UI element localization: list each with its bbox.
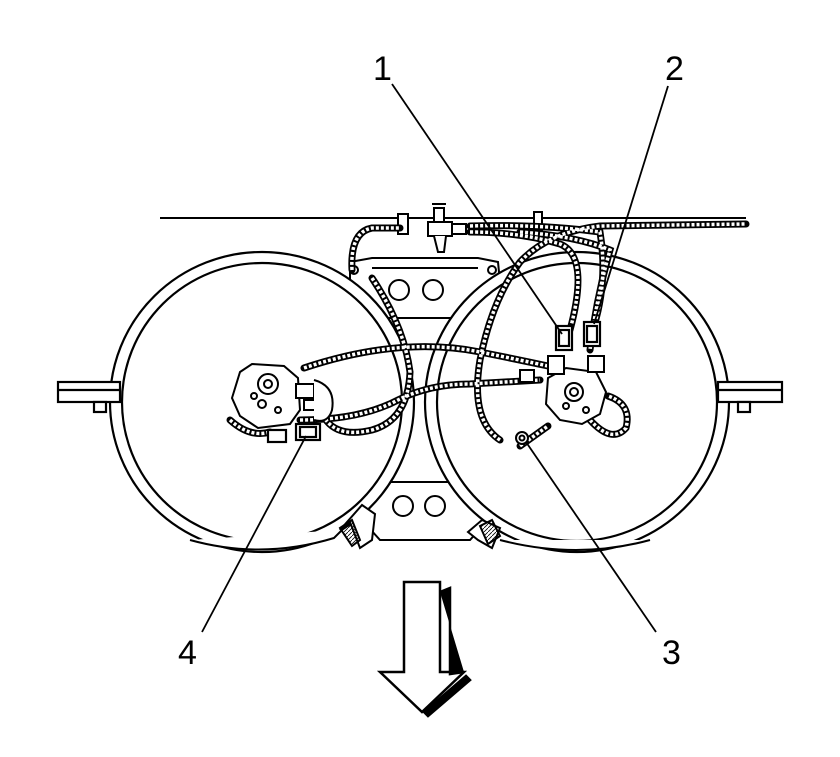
leader-2: [593, 85, 669, 325]
right-pump-module: [515, 355, 608, 445]
down-arrow-icon: [376, 580, 472, 718]
callout-2-label: 2: [665, 50, 684, 88]
left-pump-module: [230, 362, 334, 430]
leader-3: [525, 441, 657, 633]
callout-3-label: 3: [662, 634, 681, 672]
callout-1-label: 1: [373, 50, 392, 88]
leader-4: [201, 435, 307, 633]
leader-1: [391, 83, 563, 335]
mounting-strap: [189, 503, 651, 551]
top-valve: [397, 203, 543, 253]
leader-lines: [201, 83, 669, 633]
connectors: [266, 320, 602, 444]
callout-4-label: 4: [178, 634, 197, 672]
wiring-harness-inner: [228, 222, 747, 448]
